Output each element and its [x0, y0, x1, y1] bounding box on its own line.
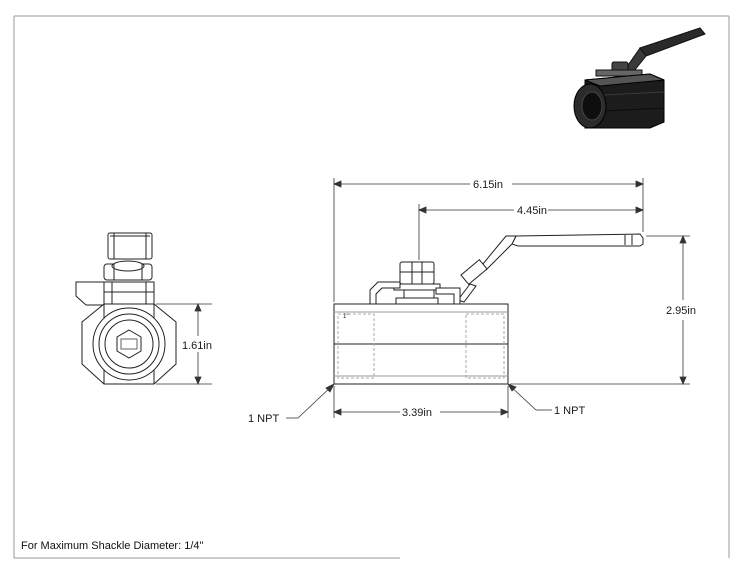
npt-leaders: [286, 383, 552, 419]
handle-length-dimension: [417, 204, 645, 260]
body-length-dimension: [332, 386, 510, 418]
overall-length-label: 6.15in: [473, 179, 503, 191]
handle-length-label: 4.45in: [517, 205, 547, 217]
front-view: [333, 233, 644, 385]
end-width-label: 1.61in: [182, 340, 212, 352]
body-length-label: 3.39in: [402, 407, 432, 419]
isometric-view: [573, 27, 706, 129]
overall-length-dimension: [332, 178, 645, 302]
left-port-callout: 1 NPT: [248, 413, 279, 425]
right-port-callout: 1 NPT: [554, 405, 585, 417]
height-dimension: [510, 234, 690, 386]
height-label: 2.95in: [666, 305, 696, 317]
end-view: [75, 232, 177, 385]
end-width-dimension: [156, 302, 212, 386]
sheet-border: [13, 15, 730, 559]
body-size-marking: 1": [343, 314, 348, 320]
shackle-note: For Maximum Shackle Diameter: 1/4": [21, 540, 204, 552]
